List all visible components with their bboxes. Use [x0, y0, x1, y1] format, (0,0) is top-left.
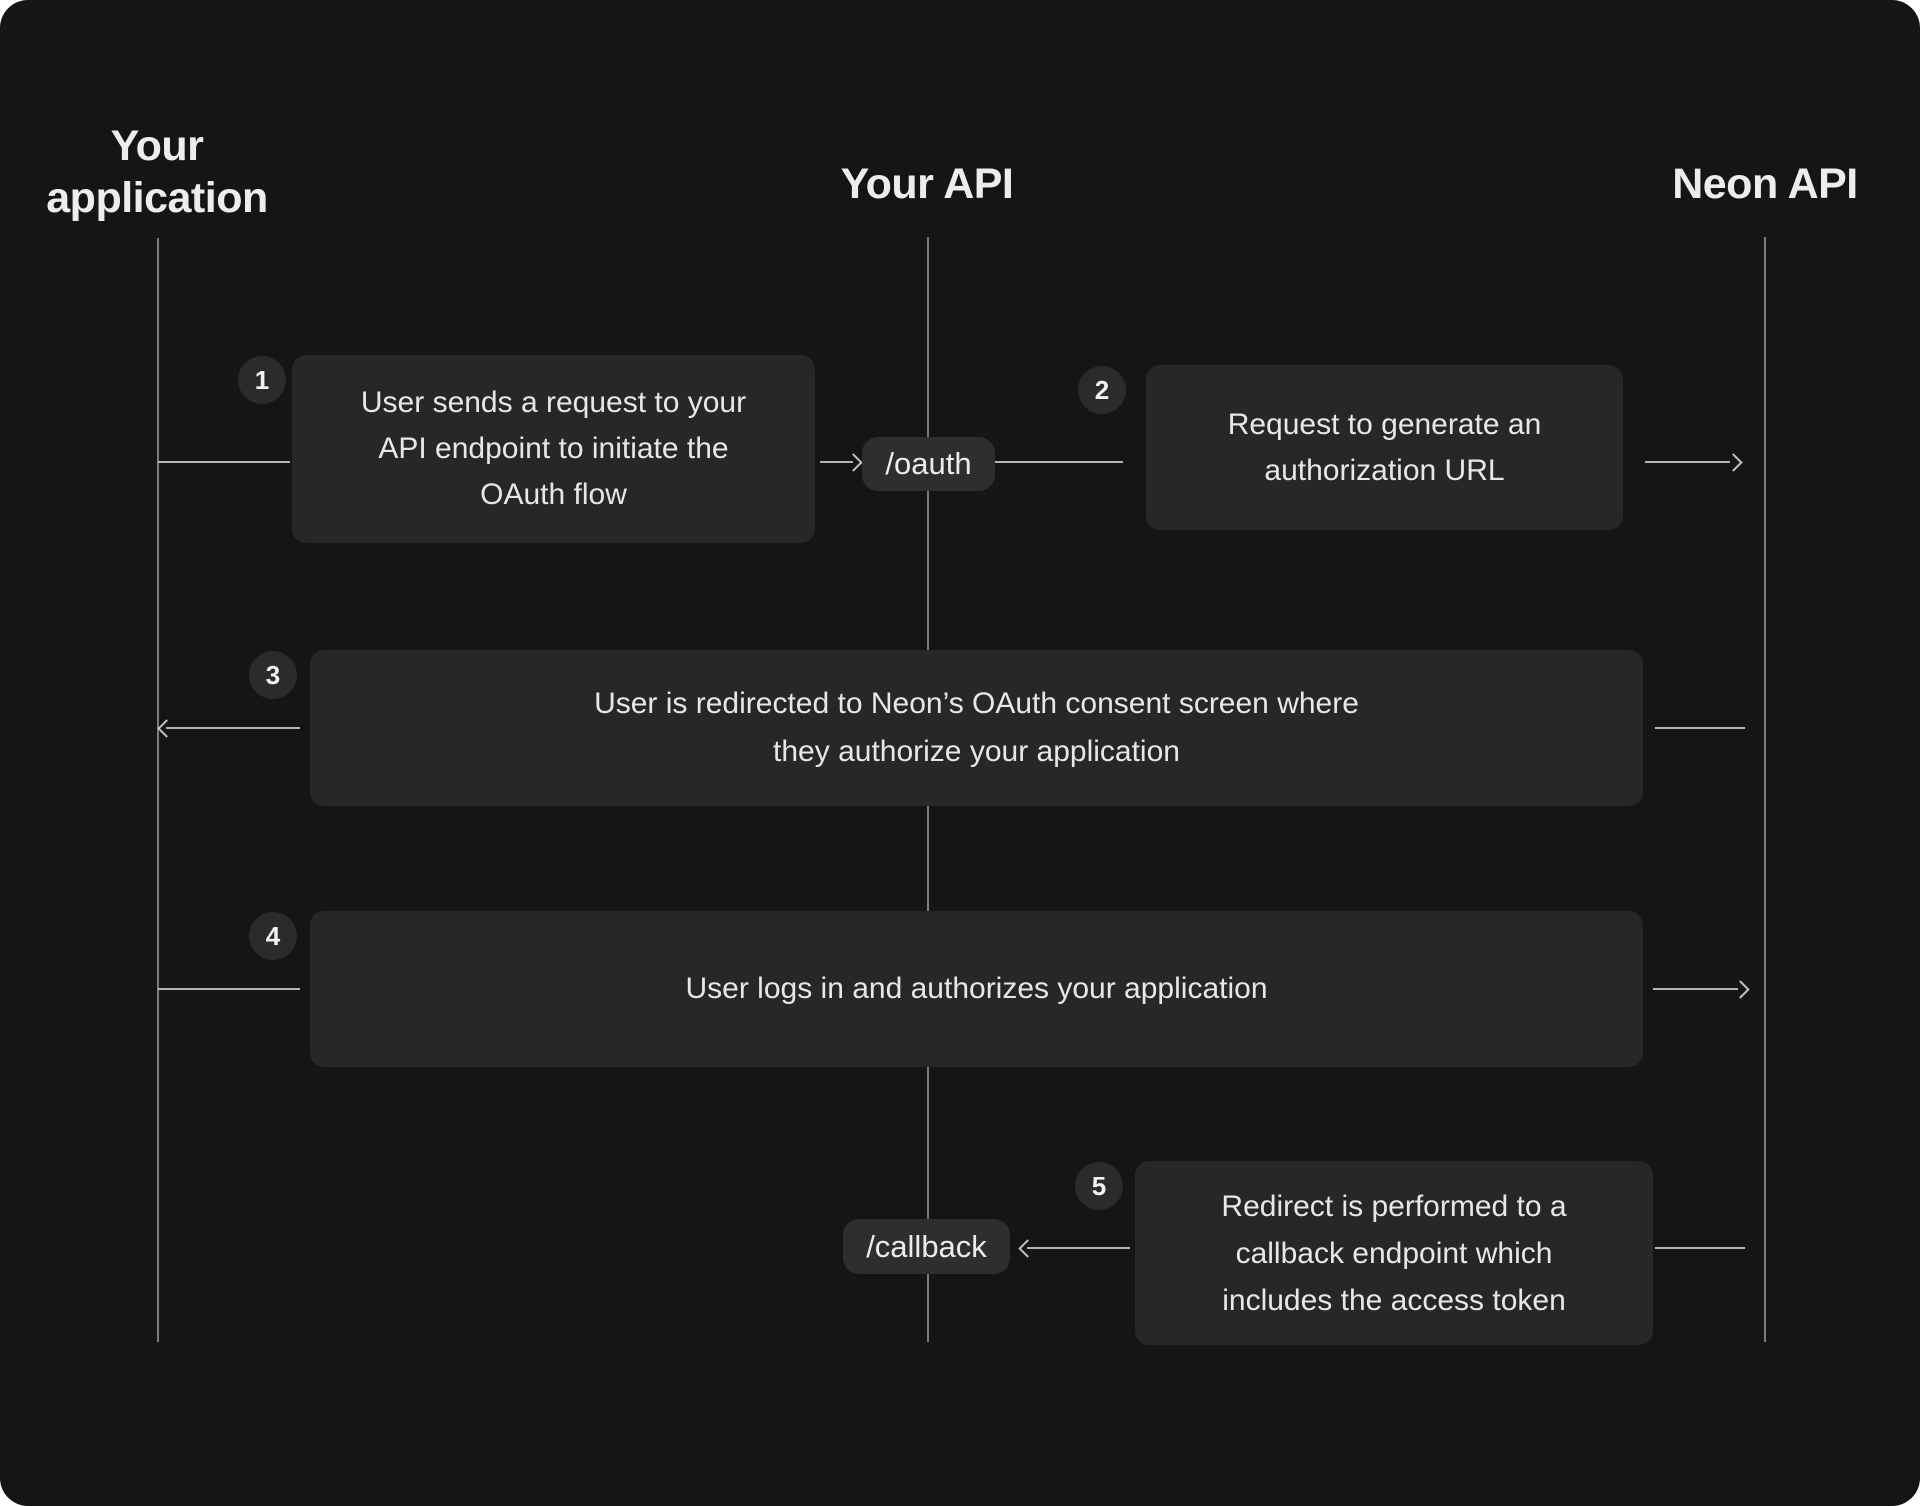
- arrowhead-right-icon: [844, 453, 863, 472]
- actor-header-neon-api: Neon API: [1672, 160, 1858, 208]
- actor-header-your-api: Your API: [840, 160, 1014, 208]
- lifeline-neon-api: [1764, 237, 1766, 1342]
- step-4-line-from-app: [158, 988, 300, 990]
- step-3-box: User is redirected to Neon’s OAuth conse…: [310, 650, 1643, 806]
- step-1-arrow-line-to-oauth: [820, 461, 853, 463]
- step-2-line-from-oauth: [995, 461, 1123, 463]
- callback-endpoint-pill: /callback: [843, 1219, 1010, 1274]
- step-3-line-from-neon: [1655, 727, 1745, 729]
- step-1-box: User sends a request to your API endpoin…: [292, 355, 815, 543]
- step-5-line-from-neon: [1655, 1247, 1745, 1249]
- step-1-number-badge: 1: [238, 356, 286, 404]
- step-5-arrow-line-to-callback: [1027, 1247, 1130, 1249]
- oauth-endpoint-pill: /oauth: [862, 437, 995, 491]
- step-4-arrow-line-to-neon: [1653, 988, 1738, 990]
- step-2-box: Request to generate an authorization URL: [1146, 365, 1623, 530]
- step-5-number-badge: 5: [1075, 1162, 1123, 1210]
- arrowhead-right-icon: [1724, 453, 1743, 472]
- step-3-number-badge: 3: [249, 651, 297, 699]
- step-4-box: User logs in and authorizes your applica…: [310, 911, 1643, 1067]
- step-1-line-from-app-lifeline: [158, 461, 290, 463]
- step-2-number-badge: 2: [1078, 366, 1126, 414]
- lifeline-your-application: [157, 238, 159, 1342]
- step-5-box: Redirect is performed to a callback endp…: [1135, 1161, 1653, 1345]
- actor-header-your-application: Your application: [46, 122, 268, 222]
- step-2-arrow-line-to-neon: [1645, 461, 1730, 463]
- step-4-number-badge: 4: [249, 912, 297, 960]
- step-3-arrow-line-to-app: [166, 727, 300, 729]
- arrowhead-right-icon: [1731, 980, 1750, 999]
